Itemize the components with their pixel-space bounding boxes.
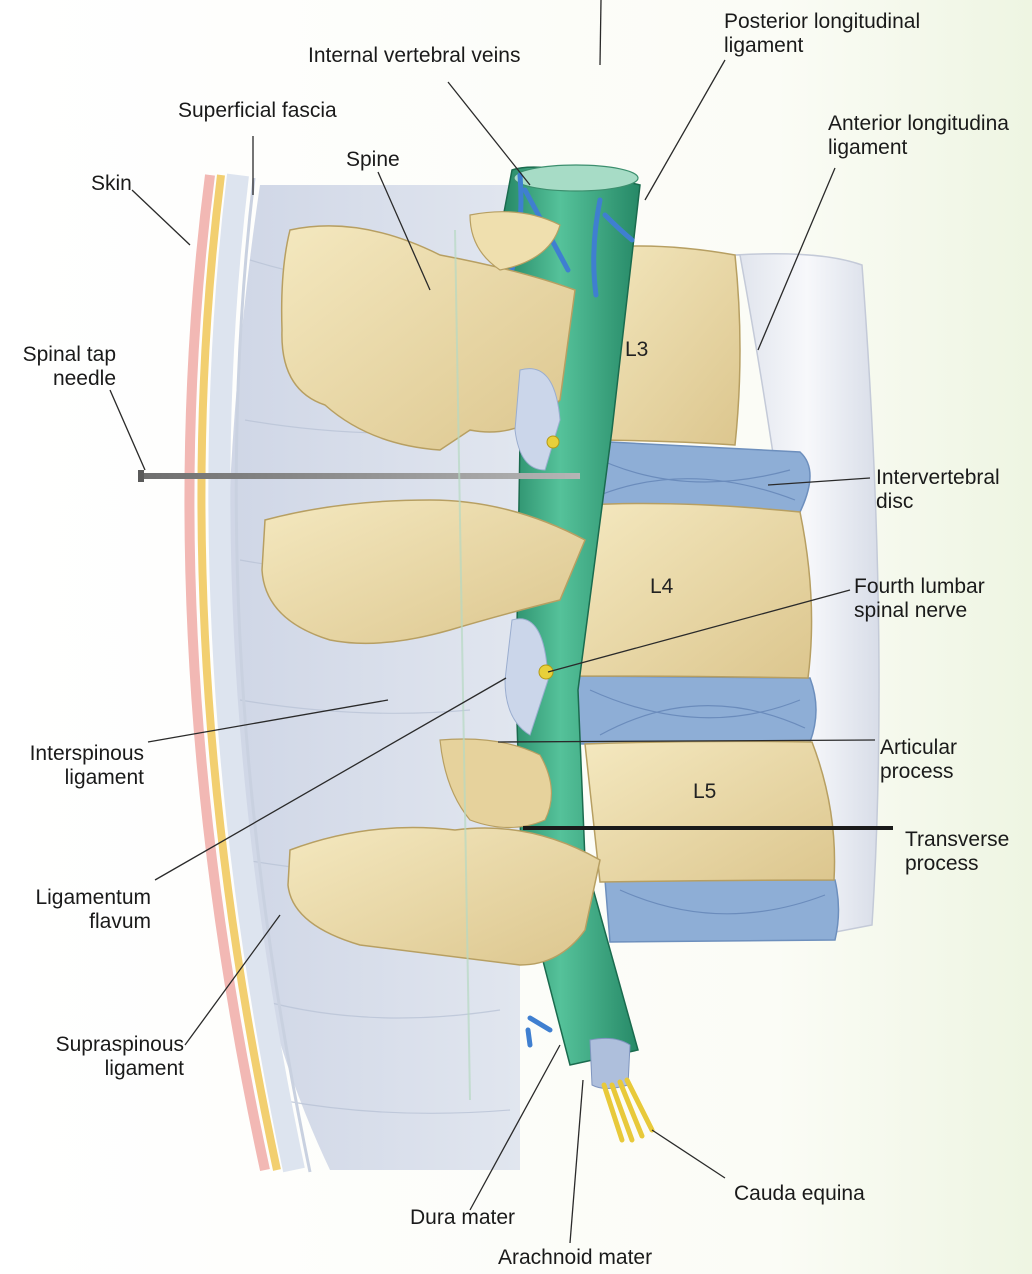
leader-posterior-longitudinal-ligament bbox=[644, 59, 726, 201]
fat-layer bbox=[197, 174, 281, 1171]
label-spinal-tap-needle: Spinal tap needle bbox=[22, 343, 116, 390]
label-arachnoid-mater: Arachnoid mater bbox=[498, 1246, 653, 1269]
leader-cauda-equina bbox=[651, 1129, 726, 1179]
leader-ligamentum-flavum bbox=[154, 677, 507, 881]
disc-fibers-3 bbox=[619, 889, 826, 915]
label-cauda-equina: Cauda equina bbox=[734, 1182, 865, 1205]
intervertebral-disc-l5-s1 bbox=[604, 879, 840, 943]
label-intervertebral-disc: Intervertebral disc bbox=[876, 466, 1000, 513]
leader-internal-vertebral-veins bbox=[447, 81, 531, 186]
leader-interspinous-ligament bbox=[147, 699, 389, 743]
leader-fourth-lumbar-spinal-nerve bbox=[547, 589, 851, 673]
leader-arachnoid-mater bbox=[569, 1079, 584, 1244]
dura-cut-surface bbox=[513, 164, 639, 192]
label-posterior-longitudinal-ligament: Posterior longitudinal ligament bbox=[724, 10, 921, 57]
midline-plane bbox=[454, 229, 471, 1101]
skin-layer bbox=[184, 174, 270, 1172]
leader-transverse-process bbox=[523, 826, 893, 830]
leader-skin bbox=[131, 189, 191, 246]
label-transverse-process: Transverse process bbox=[905, 828, 1010, 875]
label-anterior-longitudinal-ligament: Anterior longitudina ligament bbox=[828, 112, 1009, 159]
spinous-process-l4 bbox=[261, 499, 586, 645]
leader-intervertebral-disc bbox=[767, 477, 871, 486]
vertebra-label-l3: L3 bbox=[625, 338, 649, 361]
vertebral-body-l5 bbox=[584, 740, 836, 883]
arachnoid-sleeve bbox=[589, 1037, 631, 1089]
vertebra-label-l4: L4 bbox=[650, 575, 674, 598]
leader-spine bbox=[377, 171, 431, 291]
label-ligamentum-flavum: Ligamentum flavum bbox=[35, 886, 151, 933]
lamina-upper bbox=[469, 211, 561, 271]
spinal-tap-needle bbox=[140, 473, 580, 479]
label-dura-mater: Dura mater bbox=[410, 1206, 516, 1229]
disc-fibers-2 bbox=[589, 689, 806, 736]
intervertebral-disc-l4-l5 bbox=[571, 675, 817, 745]
spinal-nerve-l3 bbox=[546, 435, 560, 449]
label-supraspinous-ligament: Supraspinous ligament bbox=[55, 1033, 184, 1080]
ligamentum-flavum-lower bbox=[504, 618, 549, 736]
cauda-equina-roots bbox=[601, 1077, 655, 1143]
label-articular-process: Articular process bbox=[880, 736, 958, 783]
label-superficial-fascia: Superficial fascia bbox=[178, 99, 337, 122]
label-fourth-lumbar-spinal-nerve: Fourth lumbar spinal nerve bbox=[854, 575, 985, 622]
leader-supraspinous-ligament bbox=[184, 914, 281, 1046]
disc-fibers-1 bbox=[589, 454, 796, 501]
label-spine: Spine bbox=[346, 148, 400, 171]
vertebral-body-l4 bbox=[577, 502, 813, 679]
supraspinous-ligament-band bbox=[234, 177, 312, 1173]
vertebra-label-l5: L5 bbox=[693, 780, 717, 803]
label-internal-vertebral-veins: Internal vertebral veins bbox=[308, 44, 521, 67]
leader-lines bbox=[109, 0, 876, 1244]
label-skin: Skin bbox=[91, 172, 132, 195]
spinous-process-l5 bbox=[287, 826, 601, 966]
leader-articular-process bbox=[497, 739, 876, 743]
leader-spinal-tap-needle bbox=[109, 389, 146, 471]
label-interspinous-ligament: Interspinous ligament bbox=[29, 742, 144, 789]
spinal-nerve-l4 bbox=[538, 664, 554, 680]
leader-dura-mater bbox=[469, 1044, 561, 1211]
leader-top-cut bbox=[599, 0, 602, 66]
spinous-process-l3 bbox=[280, 225, 576, 451]
needle-hub bbox=[138, 470, 144, 482]
articular-process-shape bbox=[439, 738, 553, 829]
leader-anterior-longitudinal-ligament bbox=[757, 167, 836, 351]
fascia-layer bbox=[208, 173, 305, 1173]
